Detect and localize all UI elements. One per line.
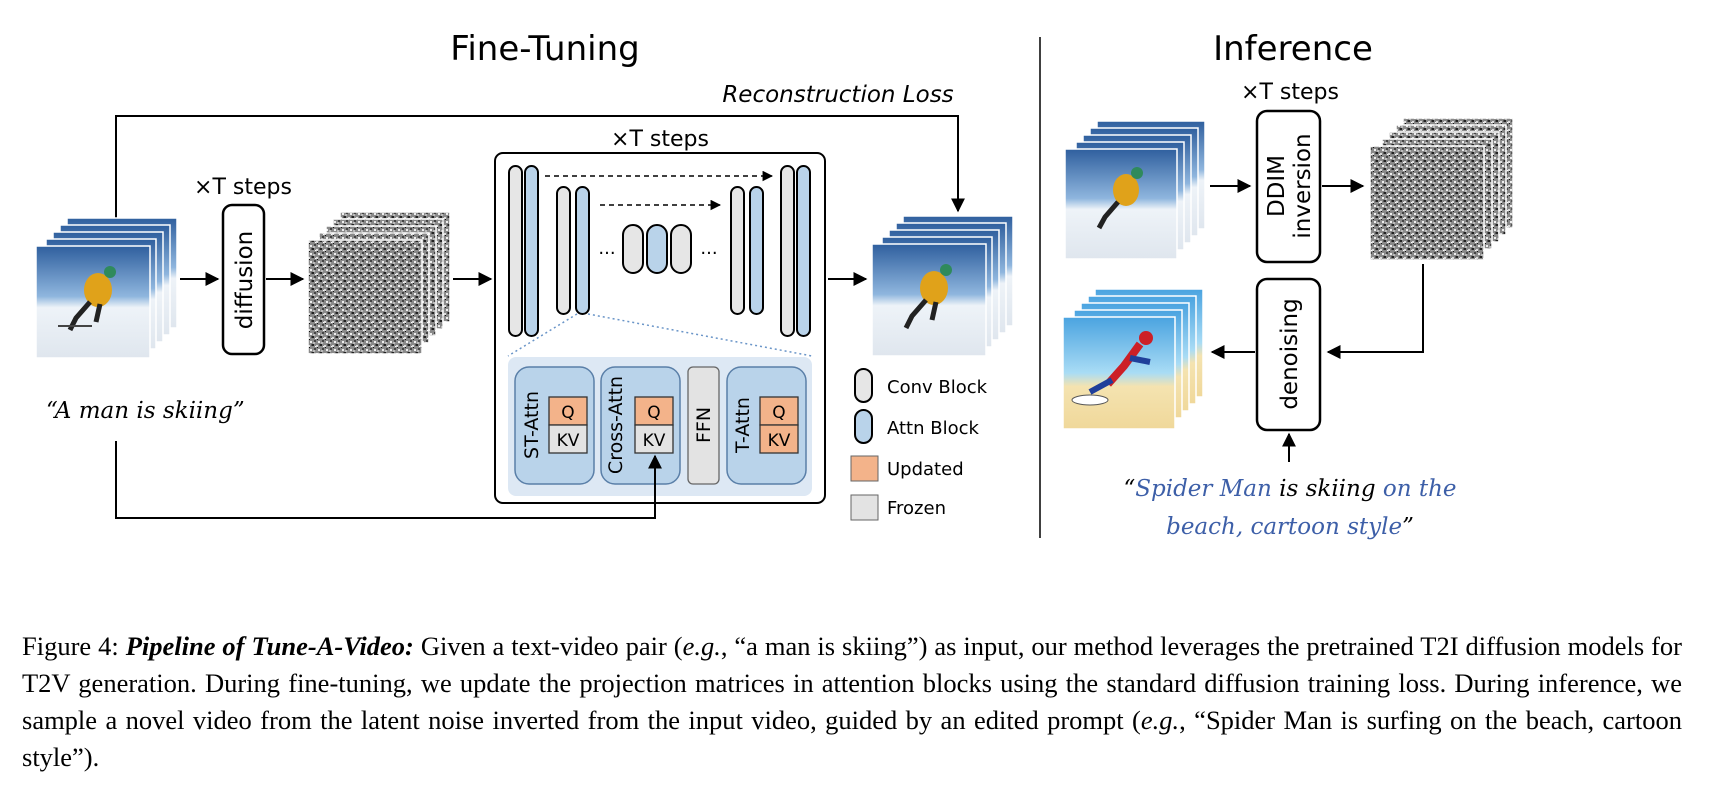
zoom-guide-line bbox=[507, 313, 578, 357]
cross-attn-q bbox=[634, 396, 674, 426]
st-attn-kv-label: KV bbox=[557, 431, 580, 451]
conv-block bbox=[508, 165, 523, 337]
generated-video-frames bbox=[1062, 288, 1204, 430]
diffusion-box bbox=[221, 203, 266, 356]
legend-conv-swatch bbox=[854, 368, 873, 403]
prompt-is-skiing: is skiing bbox=[1272, 476, 1383, 502]
reconstruction-loss-arrow bbox=[115, 115, 965, 218]
input-video-frames bbox=[35, 217, 178, 359]
inversion-label: inversion bbox=[1290, 133, 1316, 238]
cross-attn-kv bbox=[634, 424, 674, 454]
legend-frozen-label: Frozen bbox=[887, 498, 946, 519]
denoising-box bbox=[1255, 277, 1322, 432]
denoising-label: denoising bbox=[1277, 298, 1303, 409]
conv-block bbox=[780, 165, 795, 337]
reconstructed-video-frames bbox=[871, 215, 1014, 357]
caption-title: Pipeline of Tune-A-Video: bbox=[125, 631, 414, 661]
text-condition-arrow bbox=[115, 441, 662, 519]
cross-attn-q-label: Q bbox=[647, 403, 660, 423]
attn-block bbox=[524, 165, 539, 337]
legend-conv-label: Conv Block bbox=[887, 377, 988, 398]
pipeline-diagram: Fine-Tuning Reconstruction Loss ×T steps… bbox=[35, 29, 1514, 540]
st-attn-q-label: Q bbox=[561, 403, 574, 423]
ddim-inversion-box bbox=[1255, 109, 1322, 264]
skier-figure bbox=[58, 266, 116, 332]
prompt-spider-man: Spider Man bbox=[1135, 476, 1272, 502]
diffusion-steps-label: ×T steps bbox=[194, 175, 292, 200]
inference-input-frames bbox=[1064, 120, 1206, 260]
ffn-label: FFN bbox=[693, 407, 715, 443]
finetune-title: Fine-Tuning bbox=[450, 29, 639, 69]
cross-attn-label: Cross-Attn bbox=[605, 376, 627, 474]
noisy-latent-frames bbox=[307, 211, 451, 355]
cross-attn-kv-label: KV bbox=[643, 431, 666, 451]
prompt-on-the: on the bbox=[1383, 476, 1457, 502]
reconstruction-loss-label: Reconstruction Loss bbox=[722, 82, 953, 108]
caption-eg-2: e.g. bbox=[1140, 705, 1180, 735]
legend-updated-label: Updated bbox=[887, 459, 964, 480]
finetune-prompt: “A man is skiing” bbox=[46, 398, 245, 424]
legend-attn-label: Attn Block bbox=[887, 418, 980, 439]
t-attn-label: T-Attn bbox=[732, 397, 754, 454]
ddim-label: DDIM bbox=[1264, 155, 1290, 217]
ellipsis-left: ... bbox=[598, 238, 615, 259]
t-attn-q-label: Q bbox=[772, 403, 785, 423]
prompt-beach-cartoon: beach, cartoon style bbox=[1166, 514, 1402, 540]
figure-caption: Figure 4: Pipeline of Tune-A-Video: Give… bbox=[22, 628, 1682, 776]
legend-frozen-swatch bbox=[850, 494, 879, 521]
caption-text-3: , “Spider Man is surfing on the beach, c… bbox=[22, 705, 1682, 772]
quote-close: ” bbox=[1402, 514, 1414, 540]
inverted-noise-frames bbox=[1369, 117, 1514, 261]
attn-block bbox=[749, 186, 764, 315]
inference-prompt-line1: “Spider Man is skiing on the bbox=[1123, 476, 1456, 502]
caption-text-1: Given a text-video pair ( bbox=[413, 631, 683, 661]
spiderman-figure bbox=[1071, 331, 1153, 406]
inference-title: Inference bbox=[1213, 29, 1373, 69]
caption-eg-1: e.g. bbox=[682, 631, 721, 661]
st-attn-label: ST-Attn bbox=[521, 391, 543, 459]
st-attn-kv bbox=[548, 424, 588, 454]
legend-attn-swatch bbox=[854, 409, 873, 444]
diffusion-label: diffusion bbox=[232, 231, 258, 329]
quote-open: “ bbox=[1123, 476, 1135, 502]
caption-text-2: , “a man is skiing”) as input, our metho… bbox=[22, 631, 1683, 735]
unet-steps-label: ×T steps bbox=[611, 127, 709, 152]
st-attn-q bbox=[548, 396, 588, 426]
attn-block bbox=[796, 165, 811, 337]
legend-updated-swatch bbox=[850, 455, 879, 482]
attn-block bbox=[646, 224, 668, 274]
t-attn-kv-label: KV bbox=[768, 431, 791, 451]
t-attn-kv bbox=[759, 424, 799, 454]
conv-block bbox=[556, 186, 571, 315]
conv-block bbox=[730, 186, 745, 315]
conv-block bbox=[670, 224, 692, 274]
ffn-block bbox=[687, 366, 720, 485]
conv-block bbox=[622, 224, 644, 274]
inference-prompt-line2: beach, cartoon style” bbox=[1166, 514, 1414, 540]
ellipsis-right: ... bbox=[700, 238, 717, 259]
caption-label: Figure 4: bbox=[22, 631, 119, 661]
noise-to-denoising-arrow bbox=[1326, 264, 1424, 359]
inference-steps-label: ×T steps bbox=[1241, 80, 1339, 105]
attn-block bbox=[575, 186, 590, 315]
legend: Conv Block Attn Block Updated Frozen bbox=[850, 368, 988, 521]
